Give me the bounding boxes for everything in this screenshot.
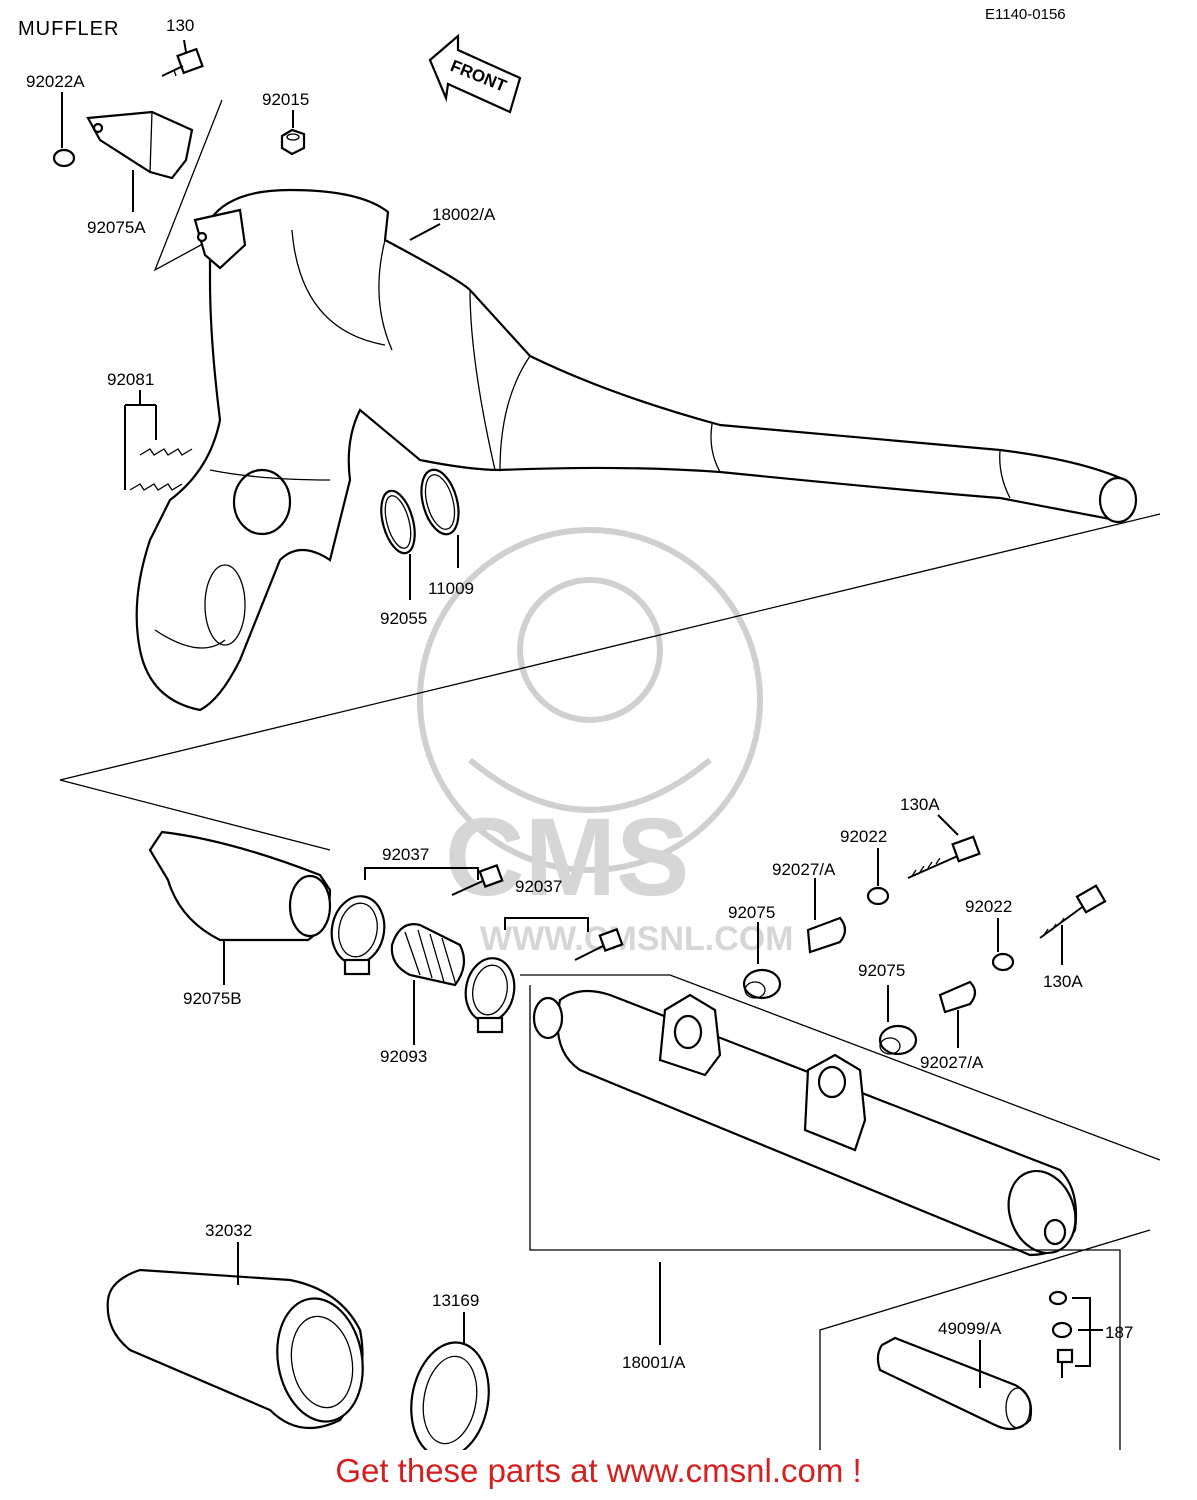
- detail-line: [153, 99, 223, 272]
- heat-shield-92075b-icon: [148, 830, 332, 985]
- label-18002a: 18002/A: [432, 205, 496, 224]
- label-92075-b: 92075: [858, 961, 905, 980]
- label-92055: 92055: [380, 609, 427, 628]
- clamp-92037-icon: [330, 867, 589, 1034]
- ring-92055-icon: [380, 489, 416, 600]
- grommet-92075-icon: [742, 922, 918, 1056]
- label-130: 130: [166, 16, 194, 35]
- bolt-130-icon: [161, 39, 204, 77]
- label-13169: 13169: [432, 1291, 479, 1310]
- spring-92081-icon: [124, 390, 193, 491]
- tail-pipe-49099a-icon: [876, 1336, 1033, 1431]
- label-92037-b: 92037: [515, 877, 562, 896]
- label-32032: 32032: [205, 1221, 252, 1240]
- diagram-code: E1140-0156: [985, 6, 1066, 23]
- front-arrow: FRONT: [428, 33, 522, 114]
- nut-92015-icon: [280, 110, 306, 156]
- footer-cta-link[interactable]: Get these parts at www.cmsnl.com !: [335, 1452, 862, 1489]
- label-130a-a: 130A: [900, 795, 940, 814]
- screw-icon: [451, 863, 624, 961]
- watermark-brand: CMS: [445, 796, 689, 919]
- label-92015: 92015: [262, 90, 309, 109]
- label-92022-b: 92022: [965, 897, 1012, 916]
- part-labels: 130 92022A 92015 92075A 18002/A 92081 11…: [26, 16, 1133, 1372]
- label-92037-a: 92037: [382, 845, 429, 864]
- gasket-13169-icon: [410, 1312, 490, 1450]
- label-92022-a: 92022: [840, 827, 887, 846]
- silencer-insert-32032-icon: [106, 1242, 364, 1430]
- cmsnl-watermark: CMS WWW.CMSNL.COM: [417, 527, 794, 958]
- label-92075b: 92075B: [183, 989, 242, 1008]
- expansion-chamber-18002a-icon: [135, 188, 1138, 712]
- diagram-title: MUFFLER: [18, 18, 120, 40]
- washer-92022-icon: [866, 848, 1015, 972]
- label-187: 187: [1105, 1323, 1133, 1342]
- label-130a-b: 130A: [1043, 972, 1083, 991]
- label-92027a-b: 92027/A: [920, 1053, 984, 1072]
- parts-diagram: CMS WWW.CMSNL.COM FRONT: [26, 16, 1161, 1450]
- joint-pipe-92093-icon: [390, 923, 466, 1045]
- watermark-url: WWW.CMSNL.COM: [480, 920, 794, 958]
- collar-92027a-icon: [806, 878, 977, 1048]
- label-92075-a: 92075: [728, 903, 775, 922]
- label-92075a: 92075A: [87, 218, 146, 237]
- washer-92022a-icon: [52, 92, 76, 168]
- label-92081: 92081: [107, 370, 154, 389]
- fastener-187-icon: [1048, 1290, 1103, 1378]
- label-92027a-a: 92027/A: [772, 860, 836, 879]
- label-92022a: 92022A: [26, 72, 85, 91]
- label-18001a: 18001/A: [622, 1353, 686, 1372]
- bolt-130a-icon: [907, 814, 1107, 965]
- label-11009: 11009: [428, 579, 474, 598]
- label-92093: 92093: [380, 1047, 427, 1066]
- muffler-18001a-icon: [520, 974, 1161, 1450]
- perspective-line: [59, 513, 1161, 851]
- label-49099a: 49099/A: [938, 1319, 1002, 1338]
- bracket-92075a-icon: [86, 110, 194, 212]
- ring-11009-icon: [420, 468, 460, 568]
